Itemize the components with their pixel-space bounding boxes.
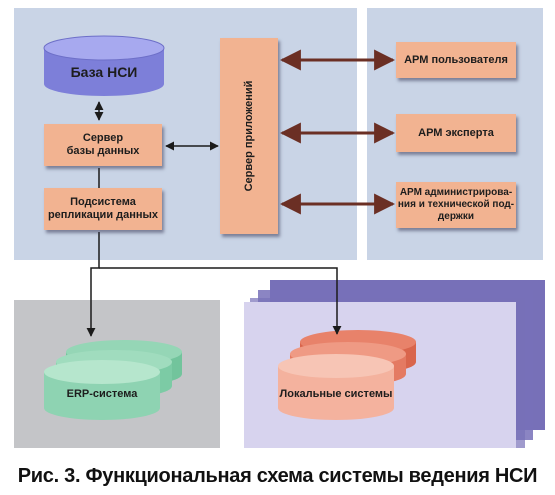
expert-workstation-box: АРМ эксперта (396, 114, 516, 152)
replication-to-erp-arrow (86, 232, 100, 337)
nsi-db-cylinder (43, 35, 165, 96)
db-server-box: Сервер базы данных (44, 124, 162, 166)
app-server-label: Сервер приложений (243, 80, 255, 192)
user-workstation-box: АРМ пользователя (396, 42, 516, 78)
erp-label: ERP-система (66, 388, 138, 400)
admin-workstation-box: АРМ администрирова- ния и технической по… (396, 182, 516, 228)
figure-caption: Рис. 3. Функциональная схема системы вед… (0, 457, 555, 495)
local-cylinder-stack (278, 330, 416, 420)
app-server-box: Сервер приложений (220, 38, 278, 234)
nsi-db-label: База НСИ (70, 64, 138, 80)
local-systems-label: Локальные системы (279, 388, 393, 400)
replication-box: Подсистема репликации данных (44, 188, 162, 230)
replication-to-local-arrow (99, 267, 342, 335)
erp-cylinder-stack (44, 340, 182, 420)
